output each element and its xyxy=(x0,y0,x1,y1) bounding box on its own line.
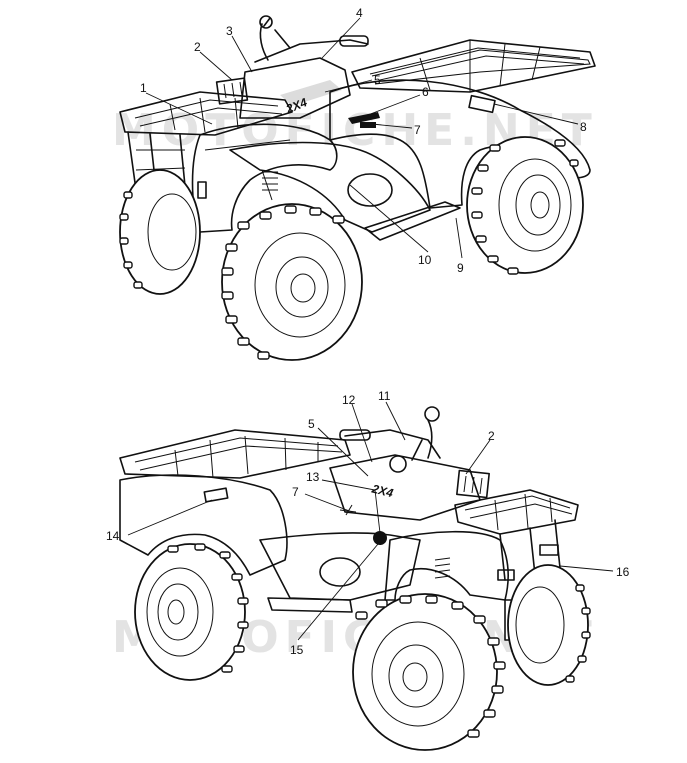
decal-text-2x4-bottom: 2X4 xyxy=(370,481,395,500)
rear-wheel-top xyxy=(466,136,584,275)
left-front-wheel-top xyxy=(119,169,201,295)
callout-5-top: 5 xyxy=(374,73,381,87)
footrest-top xyxy=(364,201,461,241)
rear-fender-decal-8 xyxy=(468,94,496,114)
callout-16-bottom: 16 xyxy=(616,565,630,579)
decal-7-top xyxy=(360,122,376,128)
rear-rack-top xyxy=(351,39,596,93)
callout-9-top: 9 xyxy=(457,261,464,275)
callout-12-bottom: 12 xyxy=(342,393,356,407)
decal-stripe-6-top xyxy=(348,112,380,124)
callout-7-top: 7 xyxy=(414,123,421,137)
callout-7-bottom: 7 xyxy=(292,485,299,499)
grille-lines-top xyxy=(262,171,278,191)
engine-cover-bottom xyxy=(319,557,361,587)
right-front-wheel-bottom xyxy=(507,564,591,686)
front-wheel-bottom xyxy=(352,593,506,751)
callout-8-top: 8 xyxy=(580,120,587,134)
callout-leaders-top xyxy=(145,17,579,259)
callout-6-top: 6 xyxy=(422,85,429,99)
callout-5-bottom: 5 xyxy=(308,417,315,431)
callout-leaders-bottom xyxy=(127,401,614,641)
front-wheel-top xyxy=(221,203,363,361)
body-side-bottom xyxy=(259,532,421,601)
atv-bottom-view: 2X4 xyxy=(119,406,591,751)
callout-13-bottom: 13 xyxy=(306,470,320,484)
instrument-pod-top xyxy=(215,77,249,105)
callout-10-top: 10 xyxy=(418,253,432,267)
rear-fender-bottom xyxy=(119,474,288,576)
atv-top-view: 2X4 xyxy=(119,15,596,361)
callout-2-top: 2 xyxy=(194,40,201,54)
decal-15-bottom xyxy=(373,531,387,545)
callout-4-top: 4 xyxy=(356,6,363,20)
callout-15-bottom: 15 xyxy=(290,643,304,657)
decal-2x4-bottom: 2X4 xyxy=(370,481,395,500)
rear-wheel-bottom xyxy=(134,543,249,681)
callout-14-bottom: 14 xyxy=(106,529,120,543)
engine-cover-top xyxy=(347,173,393,207)
rear-rack-bottom xyxy=(119,429,351,479)
callout-3-top: 3 xyxy=(226,24,233,38)
handlebar-bottom xyxy=(344,429,441,459)
front-fender-bottom xyxy=(384,530,510,601)
callout-11-bottom: 11 xyxy=(378,389,391,403)
grille-lines-bottom xyxy=(434,557,451,579)
front-rack-top xyxy=(119,91,293,199)
callout-2-bottom: 2 xyxy=(488,429,495,443)
tank-top xyxy=(239,57,351,119)
instrument-pod-bottom xyxy=(456,469,490,499)
callouts-bottom: 11 12 5 2 13 7 14 15 16 xyxy=(106,389,630,657)
callout-1-top: 1 xyxy=(140,81,147,95)
footrest-bottom xyxy=(267,597,353,613)
callouts-top: 1 2 3 4 5 6 7 8 9 10 xyxy=(140,6,587,275)
body-side-top xyxy=(229,141,431,233)
rear-fender-decal-14 xyxy=(203,487,229,503)
handlebar-top xyxy=(254,39,369,63)
